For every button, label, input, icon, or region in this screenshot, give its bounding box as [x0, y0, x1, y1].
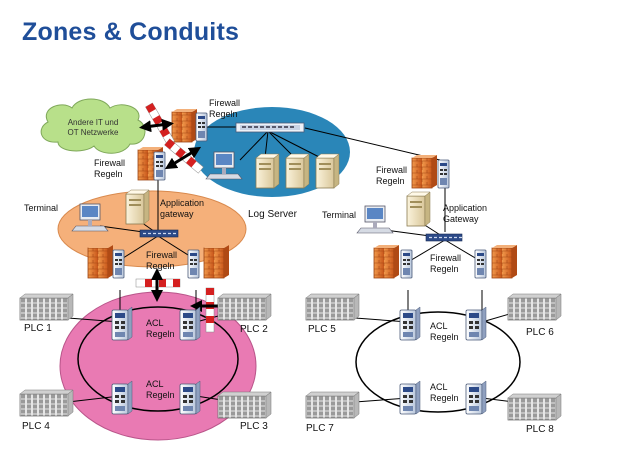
app-switch-right: [425, 233, 463, 242]
device-top-firewall: [195, 112, 208, 142]
app-gateway-left-label-1: Application: [160, 198, 204, 208]
acl-switch-left-bottom-a: [111, 380, 133, 415]
plc3-label: PLC 3: [240, 421, 268, 432]
firewall-left-lower-a: [87, 244, 114, 279]
firewall-right-upper: [411, 154, 438, 189]
plc-rack-8: [507, 393, 562, 421]
terminal-right: [356, 205, 394, 234]
plc6-label: PLC 6: [526, 327, 554, 338]
device-left-lower-b: [187, 249, 200, 279]
terminal-left-label: Terminal: [24, 203, 58, 213]
log-server-2: [285, 153, 310, 189]
acl-left-top-label-1: ACL: [146, 318, 164, 328]
firewall-right-lower-a: [373, 244, 400, 279]
app-gateway-right-server: [406, 191, 431, 227]
app-gateway-right-label-1: Application: [443, 203, 487, 213]
acl-switch-right-bottom-b: [465, 380, 487, 415]
acl-switch-right-bottom-a: [399, 380, 421, 415]
device-left-lower-a: [112, 249, 125, 279]
firewall-right-lower-label-2: Regeln: [430, 264, 459, 274]
plc7-label: PLC 7: [306, 423, 334, 434]
plc-rack-7: [305, 391, 360, 419]
firewall-right-upper-label-1: Firewall: [376, 165, 407, 175]
app-gateway-left-server: [125, 189, 150, 225]
log-server-3: [315, 153, 340, 189]
plc5-label: PLC 5: [308, 324, 336, 335]
app-switch-left: [139, 229, 179, 238]
acl-switch-right-top-a: [399, 306, 421, 341]
ring-left: [77, 306, 239, 412]
conduit-arrow-cloud-top: [139, 118, 174, 133]
acl-switch-left-top-a: [111, 306, 133, 341]
firewall-top-label-1: Firewall: [209, 98, 240, 108]
acl-switch-right-top-b: [465, 306, 487, 341]
app-gateway-right-label-2: Gateway: [443, 214, 479, 224]
firewall-left-label-1: Firewall: [94, 158, 125, 168]
firewall-left-label-2: Regeln: [94, 169, 123, 179]
acl-right-top-label-2: Regeln: [430, 332, 459, 342]
cloud-other-networks: Andere IT und OT Netzwerke: [40, 98, 146, 154]
barrier-left-conduit-2: [205, 287, 215, 333]
log-server-label: Log Server: [248, 209, 298, 220]
acl-left-bottom-label-1: ACL: [146, 379, 164, 389]
firewall-left-lower-label-2: Regeln: [146, 261, 175, 271]
terminal-right-label: Terminal: [322, 210, 356, 220]
device-left-upper: [153, 151, 166, 181]
acl-right-bottom-label-1: ACL: [430, 382, 448, 392]
firewall-right-upper-label-2: Regeln: [376, 176, 405, 186]
firewall-top: [171, 108, 198, 143]
log-server-switch: [235, 122, 305, 133]
plc2-label: PLC 2: [240, 324, 268, 335]
cloud-label-line1: Andere IT und: [68, 118, 119, 127]
plc-rack-5: [305, 293, 360, 321]
plc-rack-2: [217, 293, 272, 321]
plc-rack-3: [217, 391, 272, 419]
device-right-lower-a: [400, 249, 413, 279]
page-title: Zones & Conduits: [22, 18, 240, 46]
acl-right-top-label-1: ACL: [430, 321, 448, 331]
acl-switch-left-top-b: [179, 306, 201, 341]
acl-right-bottom-label-2: Regeln: [430, 393, 459, 403]
device-right-lower-b: [474, 249, 487, 279]
acl-left-top-label-2: Regeln: [146, 329, 175, 339]
cloud-label-line2: OT Netzwerke: [68, 128, 120, 137]
plc-rack-6: [507, 293, 562, 321]
acl-left-bottom-label-2: Regeln: [146, 390, 175, 400]
firewall-left-lower-label-1: Firewall: [146, 250, 177, 260]
connection-lines: [67, 126, 531, 405]
app-gateway-left-label-2: gateway: [160, 209, 194, 219]
plc1-label: PLC 1: [24, 323, 52, 334]
firewall-left-lower-b: [203, 244, 230, 279]
ring-right: [355, 311, 521, 413]
conduit-arrow-left-upper: [164, 146, 202, 170]
log-server-1: [255, 153, 280, 189]
plc-rack-4: [19, 389, 74, 417]
acl-switch-left-bottom-b: [179, 380, 201, 415]
plc-rack-1: [19, 293, 74, 321]
plc4-label: PLC 4: [22, 421, 50, 432]
plc8-label: PLC 8: [526, 424, 554, 435]
device-right-upper: [437, 159, 450, 189]
firewall-right-lower-b: [491, 244, 518, 279]
firewall-right-lower-label-1: Firewall: [430, 253, 461, 263]
firewall-top-label-2: Regeln: [209, 109, 238, 119]
